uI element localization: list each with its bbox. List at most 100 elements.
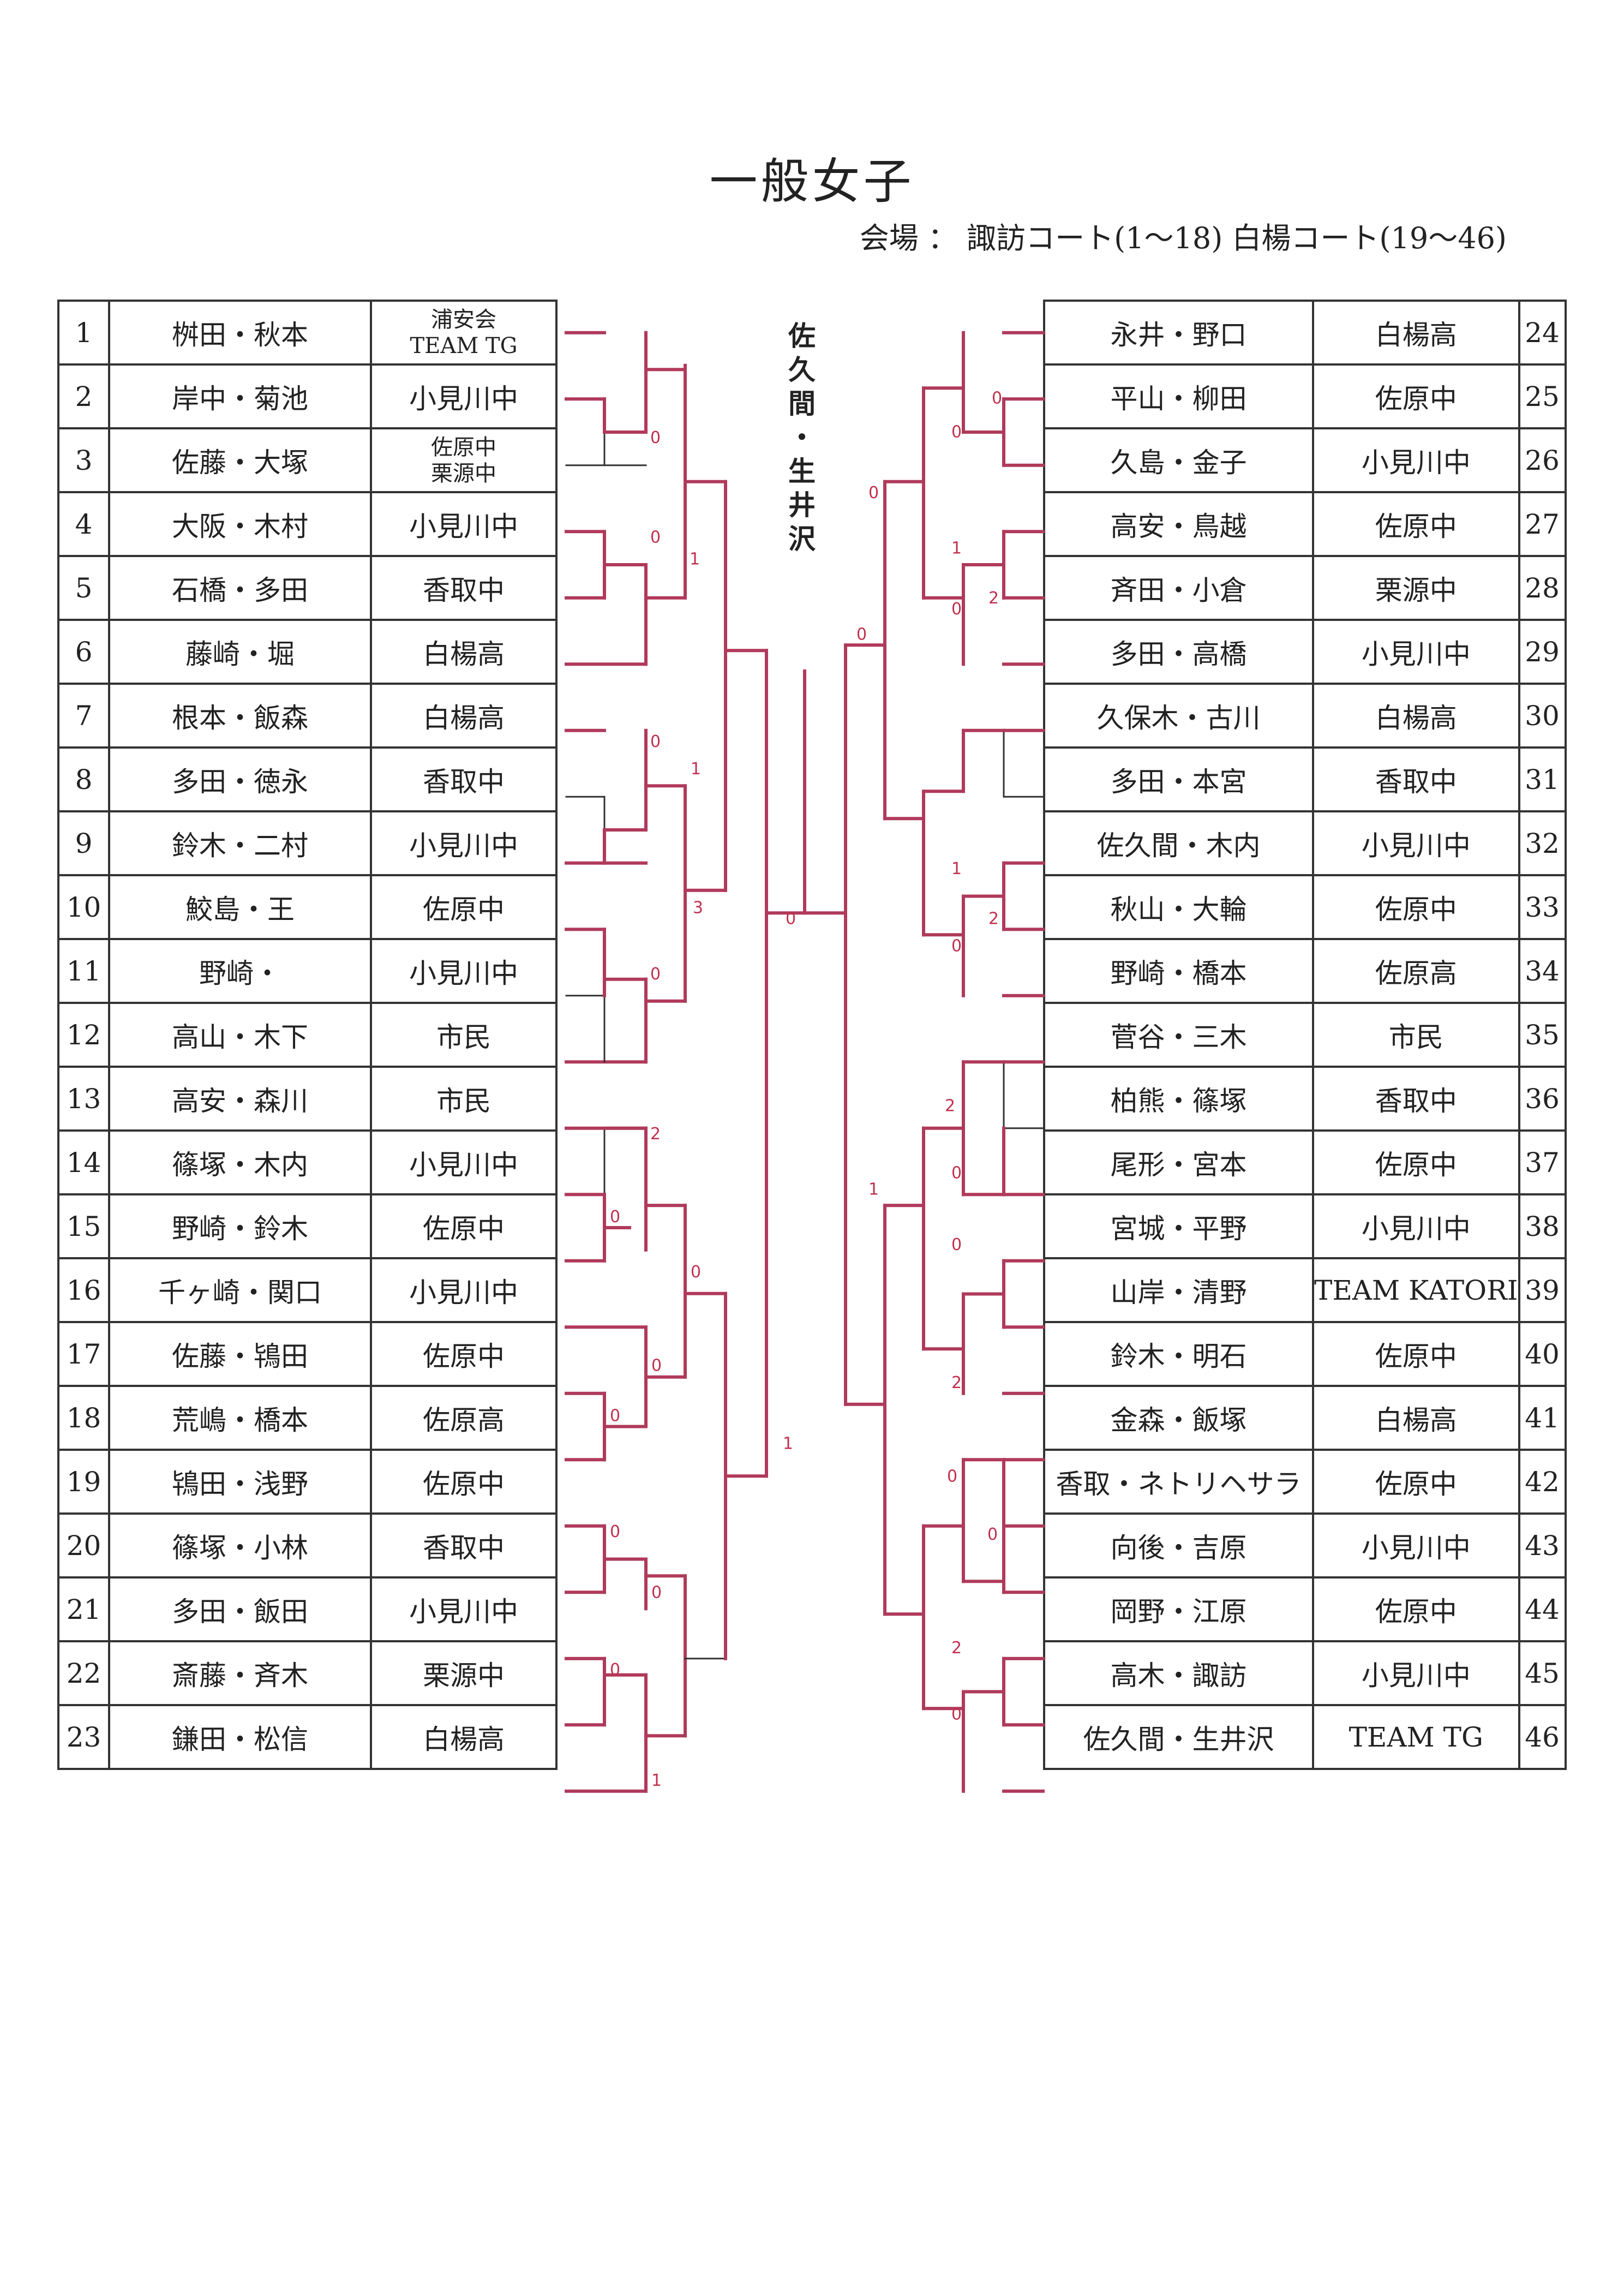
entry-team: 小見川中 [370,1257,558,1323]
match-score: 0 [856,625,867,644]
entry-names: 野崎・ [108,938,372,1004]
entry-number: 30 [1518,683,1567,749]
entry-team: 白楊高 [370,1704,558,1770]
entry-number: 19 [57,1449,110,1515]
entry-names: 平山・柳田 [1043,363,1314,429]
match-score: 0 [651,1356,662,1375]
match-score: 0 [610,1522,620,1541]
entry-names: 岡野・江原 [1043,1576,1314,1642]
entry-number: 11 [57,938,110,1004]
entry-number: 40 [1518,1321,1567,1387]
champion-char: 佐 [788,320,816,352]
entry-number: 7 [57,683,110,749]
entry-names: 久島・金子 [1043,427,1314,493]
entry-number: 37 [1518,1129,1567,1195]
entry-team: 香取中 [370,746,558,812]
champion-char: 久 [788,354,816,386]
entry-team: 市民 [370,1002,558,1068]
entry-number: 4 [57,491,110,557]
entry-team: 佐原中 [1312,1449,1520,1515]
entry-number: 9 [57,810,110,876]
match-score: 0 [650,732,661,751]
entry-number: 26 [1518,427,1567,493]
entry-names: 大阪・木村 [108,491,372,557]
match-score: 0 [947,1467,957,1486]
entry-number: 6 [57,619,110,685]
entry-number: 31 [1518,746,1567,812]
entry-team: 佐原中 [1312,1576,1520,1642]
entry-number: 27 [1518,491,1567,557]
match-score: 0 [951,1705,962,1724]
entry-number: 12 [57,1002,110,1068]
entry-names: 高安・鳥越 [1043,491,1314,557]
entry-team: 香取中 [370,555,558,621]
entry-names: 柏熊・篠塚 [1043,1066,1314,1132]
entry-team: 香取中 [370,1512,558,1578]
entry-number: 18 [57,1385,110,1451]
entry-team: 香取中 [1312,1066,1520,1132]
entry-names: 高安・森川 [108,1066,372,1132]
match-score: 0 [951,936,962,955]
entry-team: 佐原中 [370,874,558,940]
entry-team: 佐原中 [370,1193,558,1259]
entry-number: 39 [1518,1257,1567,1323]
entry-team: 小見川中 [1312,810,1520,876]
entry-number: 25 [1518,363,1567,429]
entry-names: 多田・本宮 [1043,746,1314,812]
entry-team: 白楊高 [370,619,558,685]
entry-names: 篠塚・小林 [108,1512,372,1578]
entry-names: 永井・野口 [1043,300,1314,366]
entry-number: 5 [57,555,110,621]
entry-names: 高木・諏訪 [1043,1640,1314,1706]
match-score: 3 [693,898,703,917]
entry-names: 荒嶋・橋本 [108,1385,372,1451]
entry-number: 14 [57,1129,110,1195]
entry-number: 29 [1518,619,1567,685]
entry-number: 36 [1518,1066,1567,1132]
entry-names: 鴇田・浅野 [108,1449,372,1515]
match-score: 2 [650,1125,661,1144]
entry-names: 山岸・清野 [1043,1257,1314,1323]
entry-number: 23 [57,1704,110,1770]
entry-number: 8 [57,746,110,812]
entry-number: 1 [57,300,110,366]
champion-name: 佐久間・生井沢 [772,319,832,556]
entry-team: 小見川中 [1312,1193,1520,1259]
match-score: 0 [951,1163,962,1182]
entry-team: 佐原中 [1312,874,1520,940]
entry-number: 33 [1518,874,1567,940]
entry-number: 42 [1518,1449,1567,1515]
entry-names: 佐久間・木内 [1043,810,1314,876]
entry-team: 白楊高 [1312,300,1520,366]
match-score: 1 [651,1771,662,1790]
entry-number: 41 [1518,1385,1567,1451]
entry-number: 45 [1518,1640,1567,1706]
match-score: 0 [951,422,962,441]
entry-number: 17 [57,1321,110,1387]
match-score: 0 [610,1207,620,1227]
entry-names: 岸中・菊池 [108,363,372,429]
entry-number: 38 [1518,1193,1567,1259]
match-score: 0 [786,909,796,928]
match-score: 0 [691,1263,701,1282]
entry-names: 鈴木・明石 [1043,1321,1314,1387]
